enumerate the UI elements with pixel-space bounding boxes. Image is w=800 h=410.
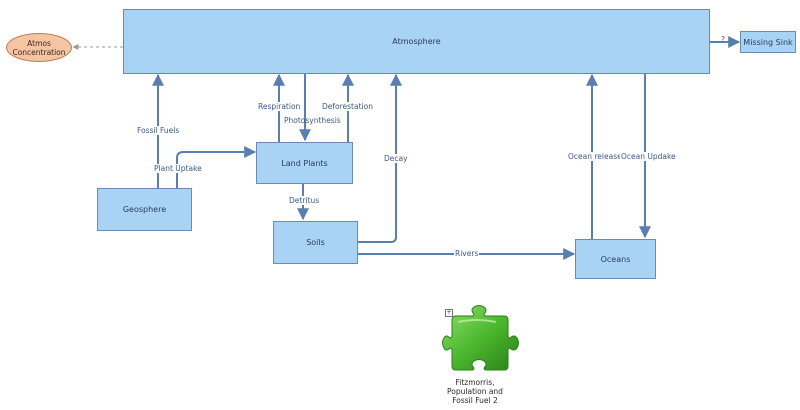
ocean-uptake-label: Ocean Updake: [620, 152, 677, 161]
fossil-fuels-label: Fossil Fuels: [136, 126, 181, 135]
module-expand-toggle[interactable]: +: [445, 309, 453, 317]
deforestation-label: Deforestation: [321, 102, 374, 111]
missing-sink-flow-label: ?: [721, 35, 725, 44]
decay-flow[interactable]: [358, 73, 402, 243]
land-plants-stock[interactable]: Land Plants: [256, 142, 353, 184]
soils-stock[interactable]: Soils: [273, 221, 358, 264]
oceans-stock[interactable]: Oceans: [575, 239, 656, 279]
missing-sink-stock[interactable]: Missing Sink: [740, 31, 796, 53]
plant-uptake-flow[interactable]: [176, 146, 257, 188]
plant-uptake-label: Plant Uptake: [153, 164, 203, 173]
atmos-concentration-variable[interactable]: Atmos Concentration: [6, 33, 72, 62]
module-caption: Fitzmorris, Population and Fossil Fuel 2: [447, 378, 503, 405]
detritus-label: Detritus: [288, 196, 321, 205]
geosphere-stock[interactable]: Geosphere: [97, 188, 192, 231]
rivers-label: Rivers: [454, 249, 480, 258]
decay-label: Decay: [383, 154, 409, 163]
puzzle-piece-icon[interactable]: [442, 305, 519, 371]
respiration-label: Respiration: [257, 102, 302, 111]
ocean-release-label: Ocean release: [567, 152, 623, 161]
photosynthesis-label: Photosynthesis: [284, 116, 341, 125]
atmosphere-stock[interactable]: Atmosphere: [123, 9, 710, 74]
